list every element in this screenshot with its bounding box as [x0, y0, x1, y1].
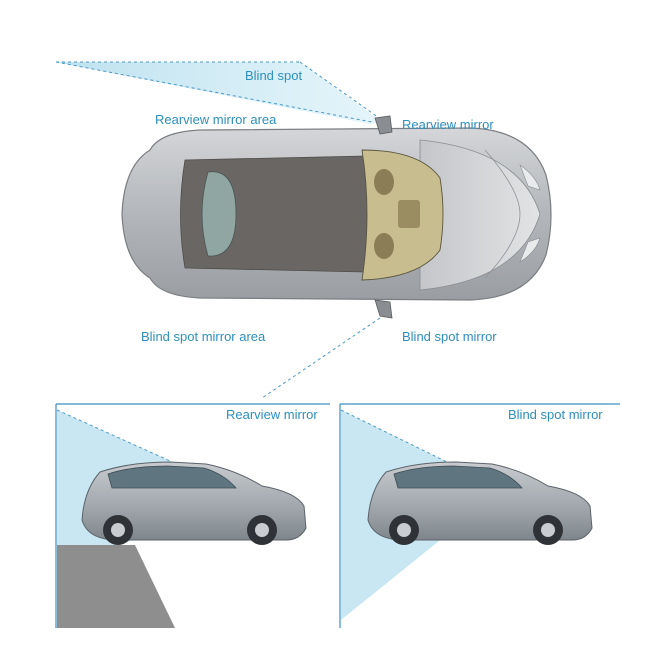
blind-spot-mirror-area-label: Blind spot mirror area — [141, 329, 266, 344]
rearview-mirror-area-label: Rearview mirror area — [155, 112, 277, 127]
blind-spot-mirror-label: Blind spot mirror — [402, 329, 497, 344]
leader-line — [261, 317, 381, 399]
car-side-view-icon — [81, 461, 307, 545]
blind-spot-mirror-panel-title: Blind spot mirror — [508, 407, 603, 422]
car-top-view-icon — [121, 115, 552, 319]
rearview-mirror-panel — [55, 403, 330, 628]
rearview-mirror-label: Rearview mirror — [402, 117, 494, 132]
rearview-mirror-panel-title: Rearview mirror — [226, 407, 318, 422]
blind-spot-mirror-panel — [339, 403, 620, 628]
blind-spot-label: Blind spot — [245, 68, 303, 83]
car-side-view-icon — [367, 461, 593, 545]
